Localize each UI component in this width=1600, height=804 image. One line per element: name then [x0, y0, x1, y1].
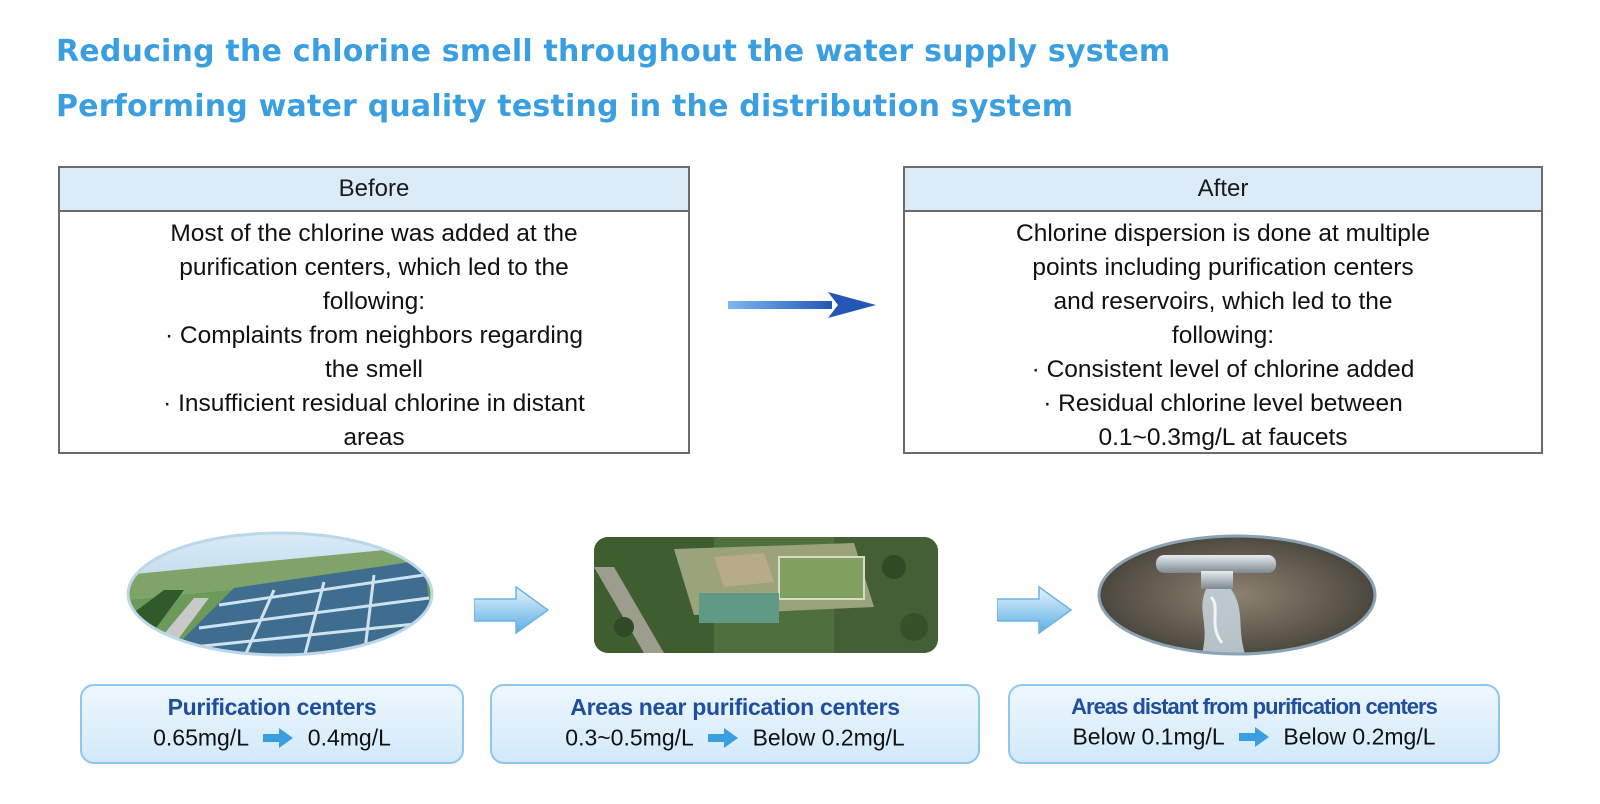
- stage-value-from: 0.3~0.5mg/L: [565, 724, 694, 751]
- before-line: the smell: [324, 356, 424, 383]
- purification-centers-label: Purification centers 0.65mg/L 0.4mg/L: [80, 684, 464, 764]
- before-line: purification centers, which led to the: [179, 254, 569, 281]
- right-arrow-icon: [728, 292, 876, 318]
- after-line: points including purification centers: [1032, 254, 1414, 281]
- block-arrow-right-icon: [474, 585, 550, 635]
- distant-areas-label: Areas distant from purification centers …: [1008, 684, 1500, 764]
- faucet-photo: [1097, 534, 1377, 656]
- after-line: · Consistent level of chlorine added: [1031, 356, 1415, 383]
- before-title: Before: [60, 168, 688, 212]
- after-title: After: [905, 168, 1541, 212]
- stage-values: Below 0.1mg/L Below 0.2mg/L: [1010, 722, 1498, 750]
- heading-line-2: Performing water quality testing in the …: [56, 89, 1074, 124]
- near-areas-label: Areas near purification centers 0.3~0.5m…: [490, 684, 980, 764]
- before-line: · Insufficient residual chlorine in dist…: [163, 390, 585, 417]
- stage-value-to: 0.4mg/L: [307, 724, 391, 751]
- before-body: Most of the chlorine was added at the pu…: [60, 212, 688, 455]
- after-line: and reservoirs, which led to the: [1053, 288, 1393, 315]
- stage-values: 0.65mg/L 0.4mg/L: [82, 723, 462, 751]
- stage-value-from: 0.65mg/L: [153, 724, 249, 751]
- stage-value-to: Below 0.2mg/L: [1283, 723, 1436, 750]
- after-line: · Residual chlorine level between: [1043, 390, 1403, 417]
- stage-title: Purification centers: [167, 694, 377, 720]
- after-line: Chlorine dispersion is done at multiple: [1016, 220, 1430, 247]
- purification-center-photo: [126, 531, 434, 657]
- stage-value-to: Below 0.2mg/L: [752, 724, 905, 751]
- before-box: Before Most of the chlorine was added at…: [58, 166, 690, 454]
- stage-values: 0.3~0.5mg/L Below 0.2mg/L: [492, 723, 978, 751]
- after-line: following:: [1171, 322, 1275, 349]
- stage-title: Areas distant from purification centers: [1071, 694, 1438, 719]
- small-arrow-right-icon: [708, 727, 739, 748]
- before-line: areas: [343, 424, 405, 451]
- before-line: Most of the chlorine was added at the: [170, 220, 578, 247]
- after-box: After Chlorine dispersion is done at mul…: [903, 166, 1543, 454]
- stage-value-from: Below 0.1mg/L: [1072, 723, 1225, 750]
- heading-line-1: Reducing the chlorine smell throughout t…: [56, 34, 1171, 69]
- nearby-area-photo: [594, 537, 938, 653]
- block-arrow-right-icon: [997, 585, 1073, 635]
- before-line: · Complaints from neighbors regarding: [164, 322, 584, 349]
- before-line: following:: [322, 288, 426, 315]
- after-body: Chlorine dispersion is done at multiple …: [905, 212, 1541, 455]
- small-arrow-right-icon: [263, 727, 294, 748]
- small-arrow-right-icon: [1239, 726, 1269, 747]
- stage-title: Areas near purification centers: [570, 694, 900, 720]
- after-line: 0.1~0.3mg/L at faucets: [1098, 424, 1348, 451]
